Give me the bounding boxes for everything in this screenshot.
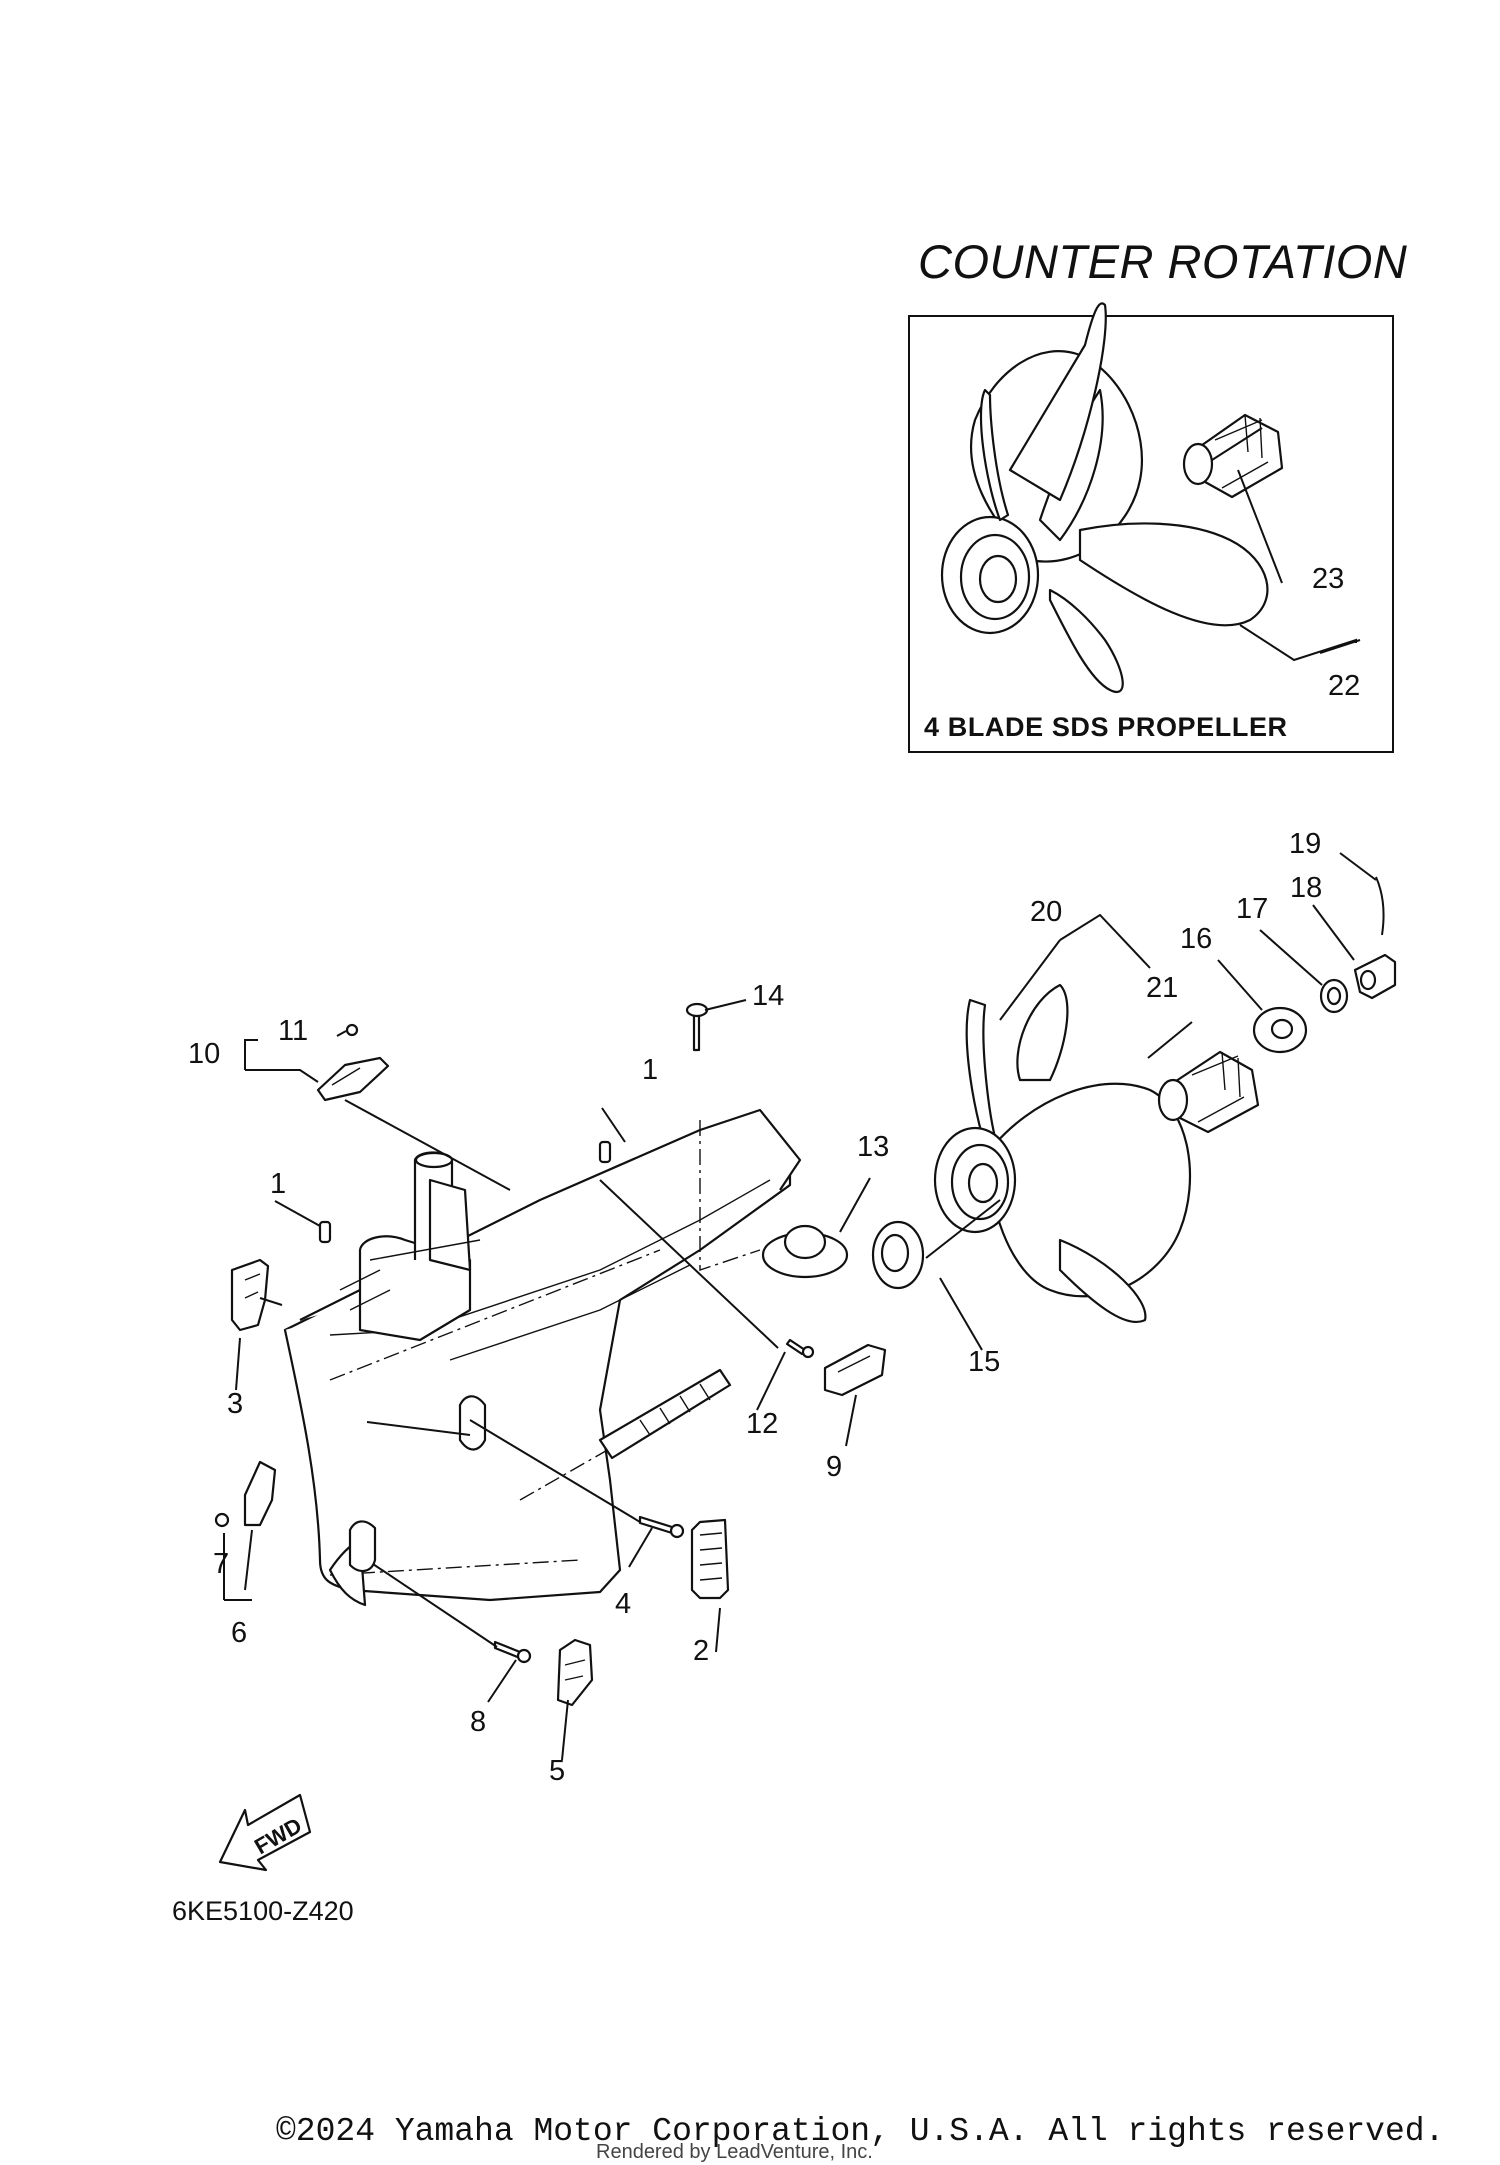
callout-22: 22 <box>1328 670 1360 702</box>
callout-1-left: 1 <box>270 1168 286 1200</box>
callout-18: 18 <box>1290 872 1322 904</box>
leader-lines <box>223 469 1377 1761</box>
callout-21: 21 <box>1146 972 1178 1004</box>
main-propeller-drawing <box>933 983 1192 1323</box>
part-cover-5 <box>556 1638 594 1707</box>
inset-spline-washer-drawing <box>1182 413 1284 499</box>
lower-casing-drawing <box>283 1108 802 1607</box>
part-trim-tab-6 <box>243 1460 277 1527</box>
copyright-notice: ©2024 Yamaha Motor Corporation, U.S.A. A… <box>276 2113 1445 2150</box>
part-nut-11 <box>345 1023 359 1037</box>
callout-7: 7 <box>213 1548 229 1580</box>
callout-3: 3 <box>227 1388 243 1420</box>
callout-12: 12 <box>746 1408 778 1440</box>
callout-15: 15 <box>968 1346 1000 1378</box>
part-screw-12 <box>785 1338 807 1356</box>
diagram-title: COUNTER ROTATION <box>918 235 1408 288</box>
callout-2: 2 <box>693 1635 709 1667</box>
counter-rotation-inset <box>908 315 1394 753</box>
inset-caption: 4 BLADE SDS PROPELLER <box>924 712 1288 742</box>
part-bolt-14 <box>692 1010 701 1052</box>
callout-16: 16 <box>1180 923 1212 955</box>
callout-20: 20 <box>1030 896 1062 928</box>
callout-4: 4 <box>615 1588 631 1620</box>
callout-19: 19 <box>1289 828 1321 860</box>
callout-10: 10 <box>188 1038 220 1070</box>
callout-14: 14 <box>752 980 784 1012</box>
part-anode-2 <box>690 1518 730 1600</box>
part-bolt-8 <box>493 1640 522 1660</box>
callout-8: 8 <box>470 1706 486 1738</box>
render-note: Rendered by LeadVenture, Inc. <box>596 2141 873 2163</box>
inset-propeller-drawing <box>940 302 1269 693</box>
callout-9: 9 <box>826 1451 842 1483</box>
part-plate-9 <box>823 1343 887 1397</box>
diagram-code: 6KE5100-Z420 <box>172 1896 354 1926</box>
part-anode-10 <box>316 1056 390 1102</box>
callout-1-top: 1 <box>642 1054 658 1086</box>
part-bolt-4 <box>638 1515 674 1535</box>
part-nut-7 <box>214 1512 230 1528</box>
fwd-arrow-icon: FWD <box>218 1793 312 1872</box>
part-cotter-pin-19 <box>1375 876 1385 936</box>
callout-11: 11 <box>278 1015 308 1047</box>
callout-6: 6 <box>231 1617 247 1649</box>
callout-17: 17 <box>1236 893 1268 925</box>
callout-13: 13 <box>857 1131 889 1163</box>
callout-23: 23 <box>1312 563 1344 595</box>
callout-labels: 23 22 1 1 2 3 4 5 6 7 8 9 10 11 12 13 14… <box>188 563 1360 1787</box>
callout-5: 5 <box>549 1755 565 1787</box>
